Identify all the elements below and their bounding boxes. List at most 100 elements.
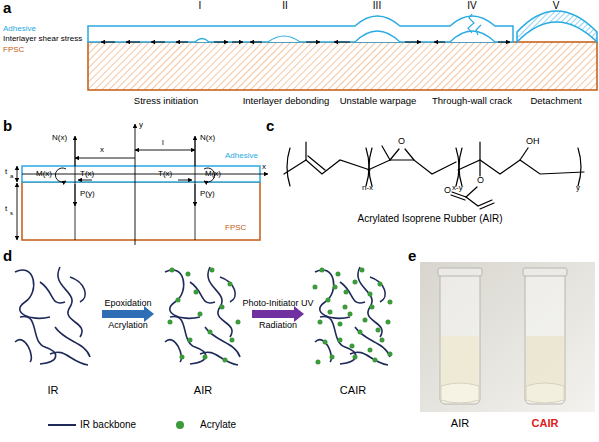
shear-stress-arrow	[151, 42, 165, 43]
layer-name: Adhesive	[225, 152, 258, 160]
atom-label: O	[398, 137, 405, 146]
acrylate-dot	[170, 270, 390, 362]
repeat-subscript: x-y	[452, 184, 463, 192]
acrylate-dot	[315, 282, 390, 362]
repeat-subscript: n-x	[362, 184, 373, 192]
adhesive-layer	[88, 11, 597, 42]
moment-label: M(x)	[205, 170, 221, 178]
force-arrow	[17, 136, 215, 240]
force-arrow	[75, 184, 76, 206]
panel-letter: a	[3, 0, 11, 15]
vial-photo	[441, 383, 479, 403]
axis-label: x	[262, 163, 266, 171]
through-wall-crack	[468, 14, 481, 35]
chemical-bond	[480, 203, 494, 209]
cluster-label: AIR	[194, 385, 212, 396]
stage-caption: Unstable warpage	[340, 96, 417, 106]
dimension-label: t	[5, 205, 7, 213]
polymer-cluster: IR	[8, 262, 98, 396]
adhesive-layer	[88, 16, 513, 42]
chemical-bond	[520, 148, 528, 160]
panel-letter: b	[3, 118, 12, 133]
subscript: a	[10, 173, 13, 179]
adhesive-layer	[517, 11, 597, 42]
fpsc-section	[22, 182, 260, 240]
force-label: T(x)	[80, 170, 94, 178]
debond-void	[355, 31, 400, 42]
force-label: T(x)	[158, 170, 172, 178]
fpsc-layer	[88, 42, 597, 90]
legend-text: Acrylate	[200, 420, 236, 430]
axis	[22, 174, 268, 175]
dimension-label: x	[100, 146, 104, 154]
debond-void	[195, 39, 209, 43]
chemical-bond	[405, 149, 414, 160]
shear-stress-arrow	[306, 42, 320, 43]
shear-stress-arrow	[101, 42, 115, 43]
polymer-network	[165, 267, 240, 365]
stage-caption: Through-wall crack	[432, 96, 512, 106]
shear-stress-arrow	[176, 42, 188, 43]
atom-label: O	[477, 176, 484, 185]
chemical-bond	[459, 148, 462, 186]
chemical-bond	[308, 156, 325, 170]
arrow-label: Epoxidation Acrylation	[97, 292, 159, 336]
force-arrow	[17, 166, 18, 182]
shear-stress-arrow	[498, 42, 510, 43]
shear-stress-arrow	[214, 42, 228, 43]
force-arrow	[75, 158, 135, 159]
vial-photo	[525, 272, 565, 404]
chemical-bond	[466, 197, 492, 206]
stage-caption: Detachment	[530, 96, 581, 106]
stage-number: V	[553, 1, 560, 11]
stage-number: III	[373, 1, 381, 11]
shear-stress-arrow	[434, 42, 445, 43]
force-arrow	[195, 136, 196, 166]
acrylate-dot	[170, 270, 238, 360]
force-label: N(x)	[52, 134, 67, 142]
vial-photo	[441, 336, 479, 386]
legend-swatch	[176, 421, 184, 429]
vial-label: CAIR	[532, 418, 559, 429]
chemical-bond	[382, 146, 390, 160]
chemical-bond	[284, 142, 584, 209]
chemical-bond	[466, 187, 477, 197]
layer-name: FPSC	[225, 224, 246, 232]
force-arrow	[135, 150, 195, 151]
through-wall-crack	[476, 25, 481, 35]
repeat-subscript: y	[576, 184, 580, 192]
axis	[22, 124, 268, 245]
shear-stress-arrow	[232, 42, 243, 43]
shear-stress-arrow	[334, 42, 350, 43]
panel-letter: d	[3, 248, 12, 263]
polymer-cluster: AIR	[158, 262, 248, 396]
stage-caption: Interlayer debonding	[243, 96, 330, 106]
force-arrow	[75, 136, 76, 166]
panel-letter: c	[266, 118, 274, 133]
shear-stress-arrow	[250, 42, 262, 43]
polymer-cluster: CAIR	[308, 262, 398, 396]
layer-name: Adhesive	[3, 25, 36, 33]
panel-letter: e	[408, 248, 416, 263]
fpsc-layer	[88, 42, 597, 90]
through-wall-crack	[468, 14, 474, 33]
polymer-network	[15, 267, 390, 365]
shear-stress-arrow	[405, 42, 421, 43]
process-arrow	[252, 306, 304, 322]
force-arrow	[55, 168, 66, 182]
chemical-bond	[479, 142, 480, 160]
force-label: P(y)	[200, 190, 215, 198]
chemical-bond	[458, 160, 584, 174]
subscript: s	[10, 210, 13, 216]
chemical-bond	[284, 160, 370, 174]
atom-label: O	[444, 186, 451, 195]
force-arrow	[17, 183, 18, 240]
chemical-bond	[451, 195, 465, 200]
chemical-bond	[287, 148, 290, 186]
moment-label: M(x)	[36, 170, 52, 178]
dimension-label: t	[5, 168, 7, 176]
vial-label: AIR	[451, 418, 469, 429]
debond-void	[450, 31, 495, 42]
